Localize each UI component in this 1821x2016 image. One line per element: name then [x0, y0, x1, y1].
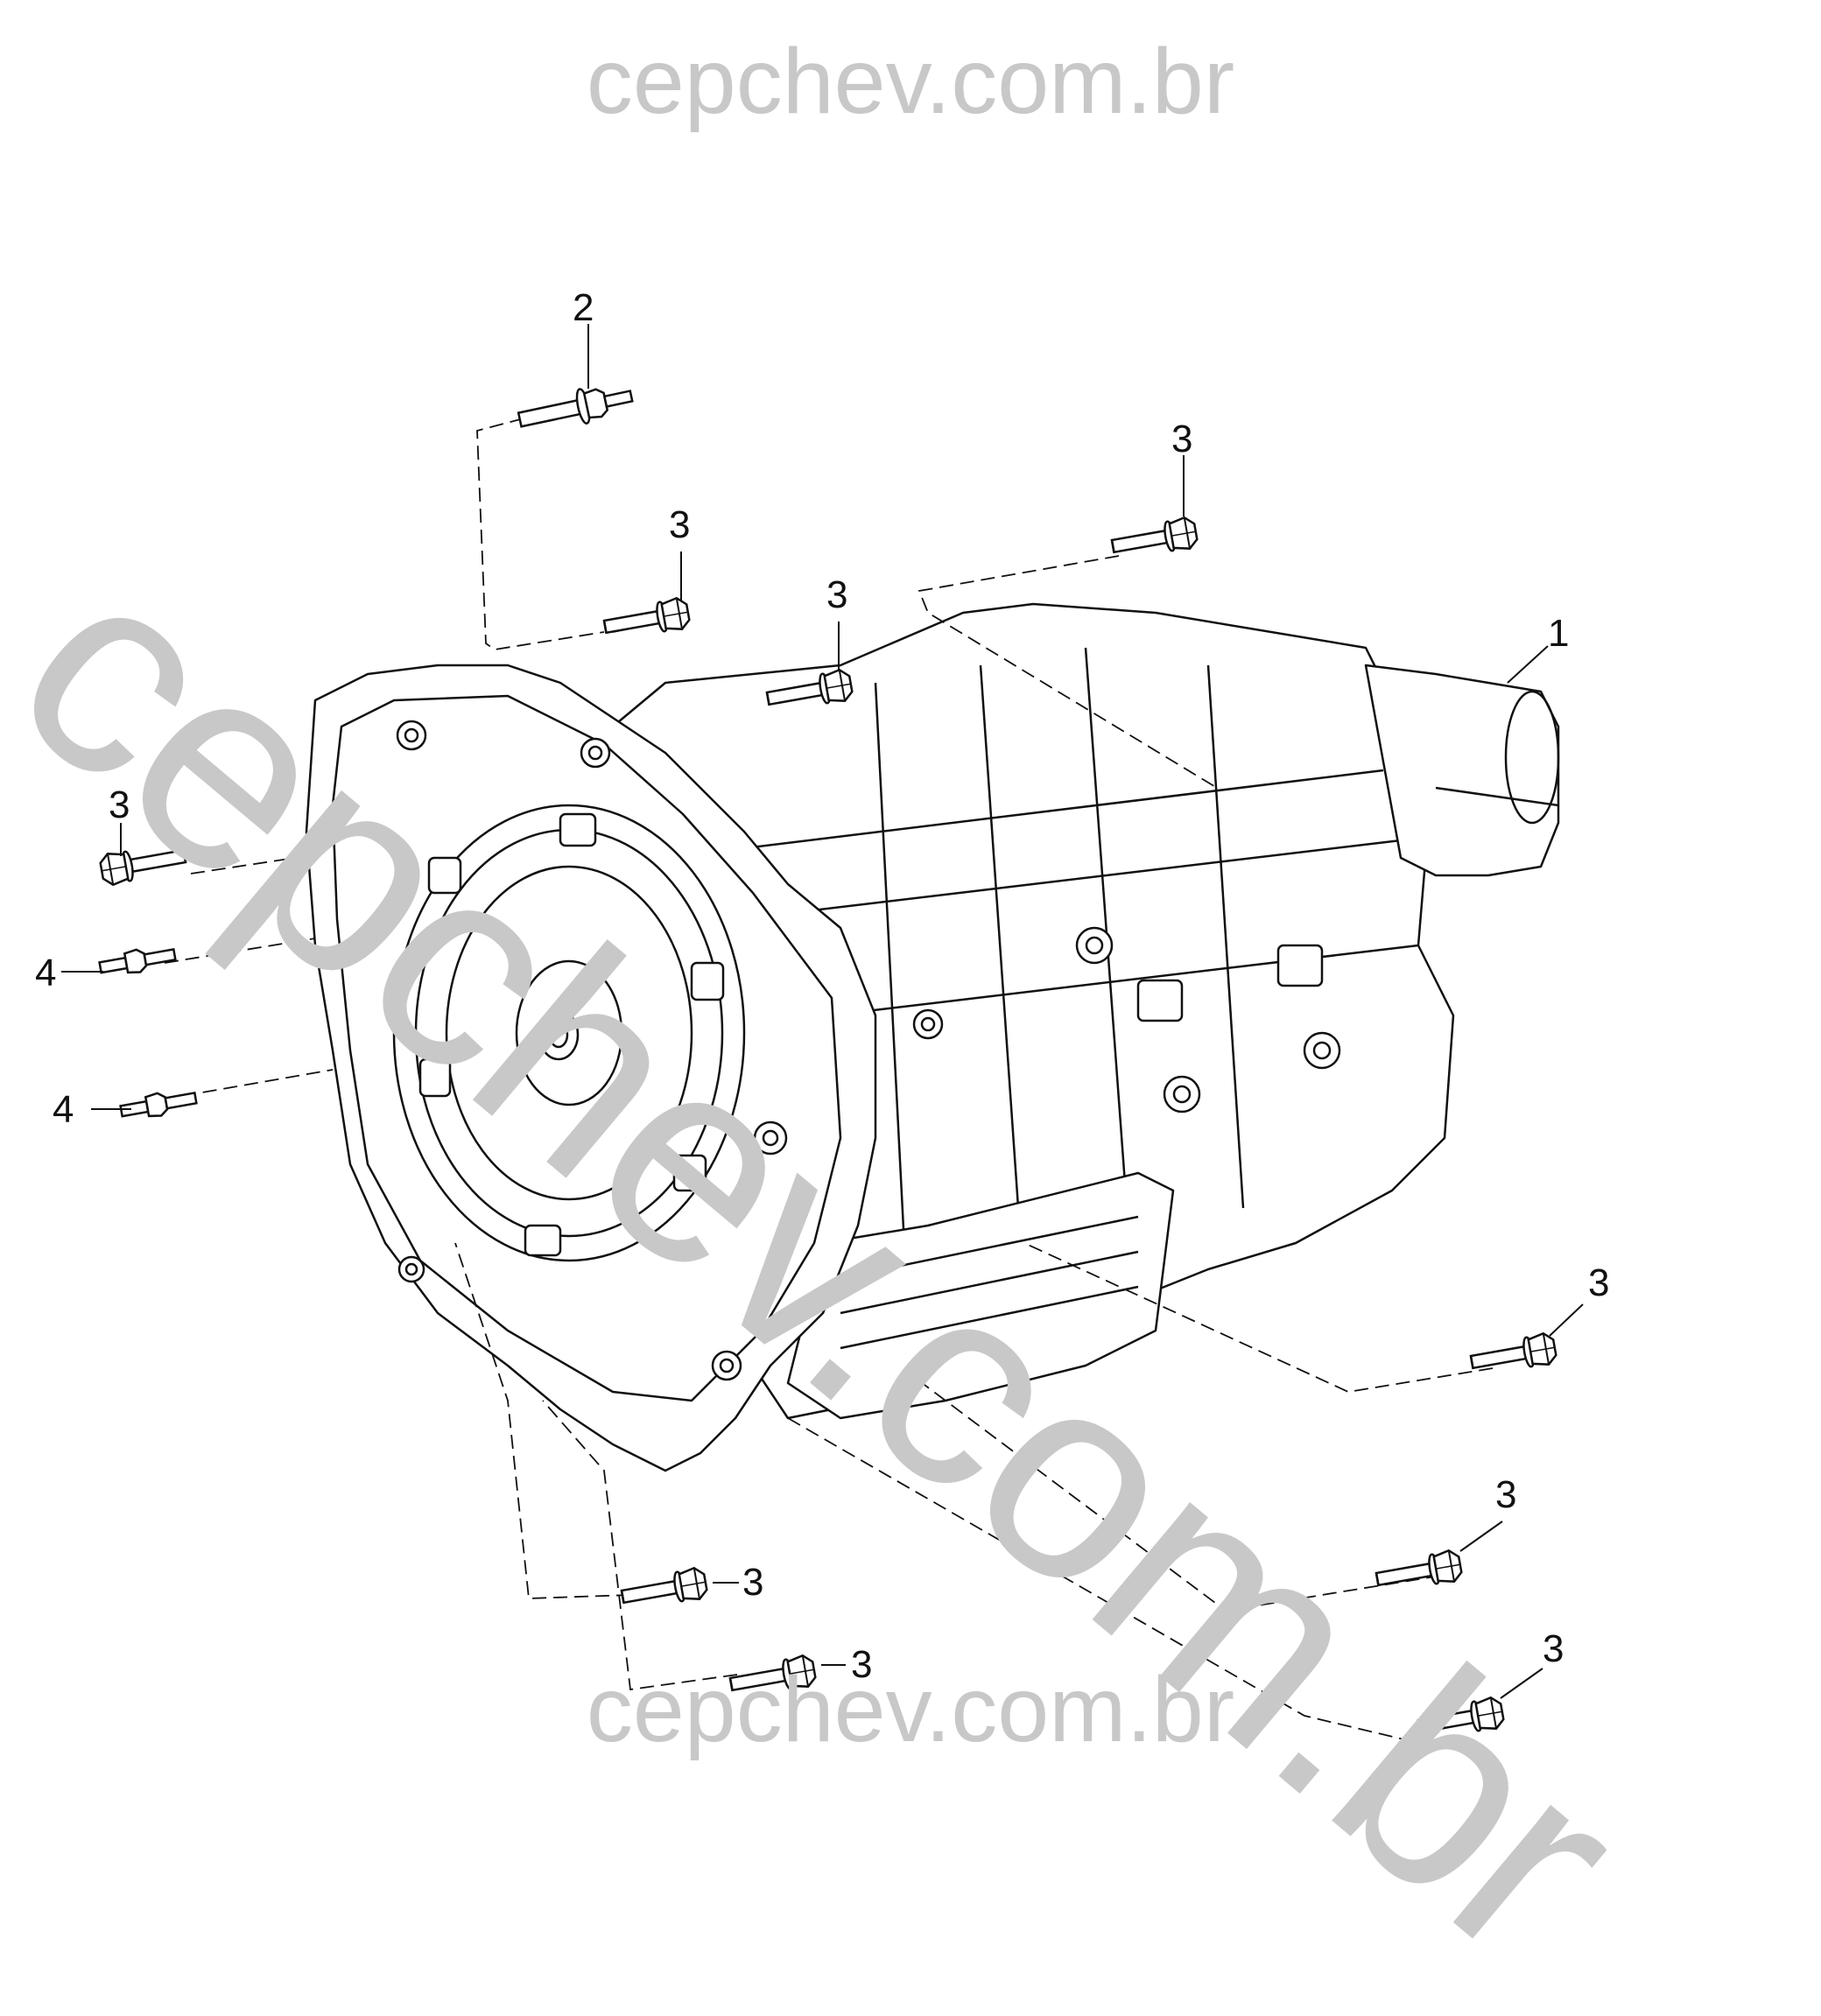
bolt-3-left: [97, 839, 189, 888]
callout-3-upper-left: 3: [669, 503, 690, 546]
bolt-3-lower-right-3: [1415, 1695, 1507, 1743]
stud-4-upper: [97, 942, 178, 980]
callout-3-lower-right-3: 3: [1543, 1627, 1564, 1670]
callout-3-top-right: 3: [1171, 418, 1192, 460]
callout-3-lower-left-1: 3: [742, 1561, 763, 1604]
callout-1: 1: [1548, 612, 1569, 655]
bolt-3-lower-left-1: [618, 1565, 710, 1613]
diagram-stage: 1 2 3 3 3 3 4 4 3 3 3 3 3 cepchev.com.br…: [0, 35, 1677, 2016]
stud-4-lower: [118, 1085, 199, 1124]
bolt-3-lower-left-2: [727, 1653, 819, 1701]
callout-4-lower: 4: [53, 1088, 74, 1131]
bolt-3-upper-right: [1108, 515, 1200, 563]
oil-pan: [786, 1171, 1175, 1420]
fasteners: [97, 388, 1559, 1743]
callout-2: 2: [573, 286, 594, 329]
callout-3-left: 3: [109, 783, 130, 826]
bolt-2: [517, 388, 634, 428]
callout-3-lower-left-2: 3: [851, 1643, 872, 1686]
bolt-3-upper-left: [601, 595, 693, 643]
callout-3-lower-right-2: 3: [1495, 1473, 1516, 1516]
callout-4-upper: 4: [35, 952, 56, 994]
transmission-exploded-view: 1 2 3 3 3 3 4 4 3 3 3 3 3: [35, 286, 1609, 1747]
bolt-3-lower-right-2: [1373, 1548, 1465, 1596]
transmission-body: [305, 602, 1560, 1472]
callout-3-lower-right-1: 3: [1588, 1261, 1609, 1304]
callout-numbers: 1 2 3 3 3 3 4 4 3 3 3 3 3: [35, 286, 1609, 1686]
leader-lines: [164, 418, 1494, 1747]
callout-leaders: [61, 324, 1584, 1699]
callout-3-upper-mid: 3: [826, 573, 847, 616]
